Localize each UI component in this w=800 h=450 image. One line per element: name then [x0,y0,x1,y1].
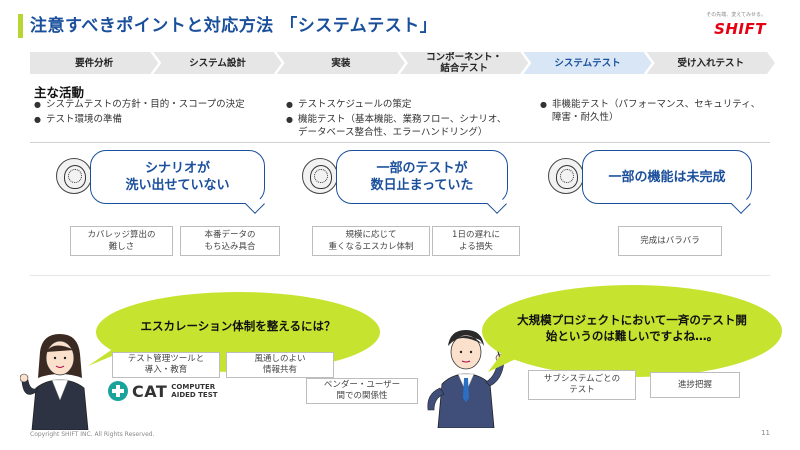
cause-box: 本番データの もち込み具合 [180,226,280,256]
list-item: ●テストスケジュールの策定 [286,99,412,110]
worried-face-icon [548,158,584,194]
worried-face-icon [56,158,92,194]
title-accent-bar [18,14,23,38]
phase-acceptance-test: 受け入れテスト [647,52,775,74]
list-item: ●システムテストの方針・目的・スコープの決定 [34,99,245,110]
phase-integration-test: コンポーネント・ 結合テスト [400,52,528,74]
issue-bubble-incomplete: 一部の機能は未完成 [582,150,752,204]
section-divider [30,275,770,276]
cat-subtitle: COMPUTER AIDED TEST [171,383,218,399]
oval-tail [88,344,120,366]
bullet-icon: ● [34,115,41,124]
list-item: ●機能テスト（基本機能、業務フロー、シナリオ、 データベース整合性、エラーハンド… [286,114,507,138]
list-item: ●非機能テスト（パフォーマンス、セキュリティ、 障害・耐久性） [540,99,761,123]
solution-box: 進捗把握 [650,372,740,398]
page-number: 11 [761,429,770,437]
phase-system-test: システムテスト [523,52,651,74]
statement-oval [482,285,782,377]
solution-box: サブシステムごとの テスト [528,370,636,400]
question-text: エスカレーション体制を整えるには？ [140,319,336,333]
issue-bubble-scenario: シナリオが 洗い出せていない [90,150,265,204]
businesswoman-illustration [20,334,89,430]
activities-column-2: ●テストスケジュールの策定 ●機能テスト（基本機能、業務フロー、シナリオ、 デー… [286,98,541,141]
cat-cross-icon [108,381,128,401]
page-title: 注意すべきポイントと対応方法 「システムテスト」 [30,16,438,36]
list-item: ●テスト環境の準備 [34,114,123,125]
solution-box: ベンダー・ユーザー 間での関係性 [306,378,418,404]
worried-face-icon [302,158,338,194]
cause-box: 完成はバラバラ [618,226,722,256]
shift-logo: その先端、変えてみせる。 SHIFT [696,12,766,38]
oval-tail [488,348,518,372]
activities-heading: 主な活動 [34,85,85,100]
cat-logo: CAT COMPUTER AIDED TEST [108,381,218,401]
statement-text: 大規模プロジェクトにおいて一斉のテスト開 始というのは難しいですよね…。 [517,313,747,343]
solution-box: テスト管理ツールと 導入・教育 [112,352,220,378]
bullet-icon: ● [286,100,293,109]
activities-column-3: ●非機能テスト（パフォーマンス、セキュリティ、 障害・耐久性） [540,98,772,126]
issue-bubble-test-stopped: 一部のテストが 数日止まっていた [336,150,508,204]
copyright-footer: Copyright SHIFT INC. All Rights Reserved… [30,431,155,438]
cause-box: 規模に応じて 重くなるエスカレ体制 [312,226,430,256]
bullet-icon: ● [34,100,41,109]
logo-wordmark: SHIFT [714,20,766,38]
phase-implementation: 実装 [277,52,405,74]
cause-box: カバレッジ算出の 難しさ [70,226,173,256]
cat-wordmark: CAT [132,381,168,401]
bullet-icon: ● [286,115,293,124]
section-divider [30,142,770,143]
activities-column-1: ●システムテストの方針・目的・スコープの決定 ●テスト環境の準備 [34,98,284,128]
phase-requirements: 要件分析 [30,52,158,74]
solution-box: 風通しのよい 情報共有 [226,352,334,378]
phase-chevron-bar: 要件分析 システム設計 実装 コンポーネント・ 結合テスト システムテスト 受け… [30,52,770,74]
cause-box: 1日の遅れに よる損失 [432,226,520,256]
bullet-icon: ● [540,100,547,109]
phase-system-design: システム設計 [153,52,281,74]
logo-tagline: その先端、変えてみせる。 [706,12,766,18]
